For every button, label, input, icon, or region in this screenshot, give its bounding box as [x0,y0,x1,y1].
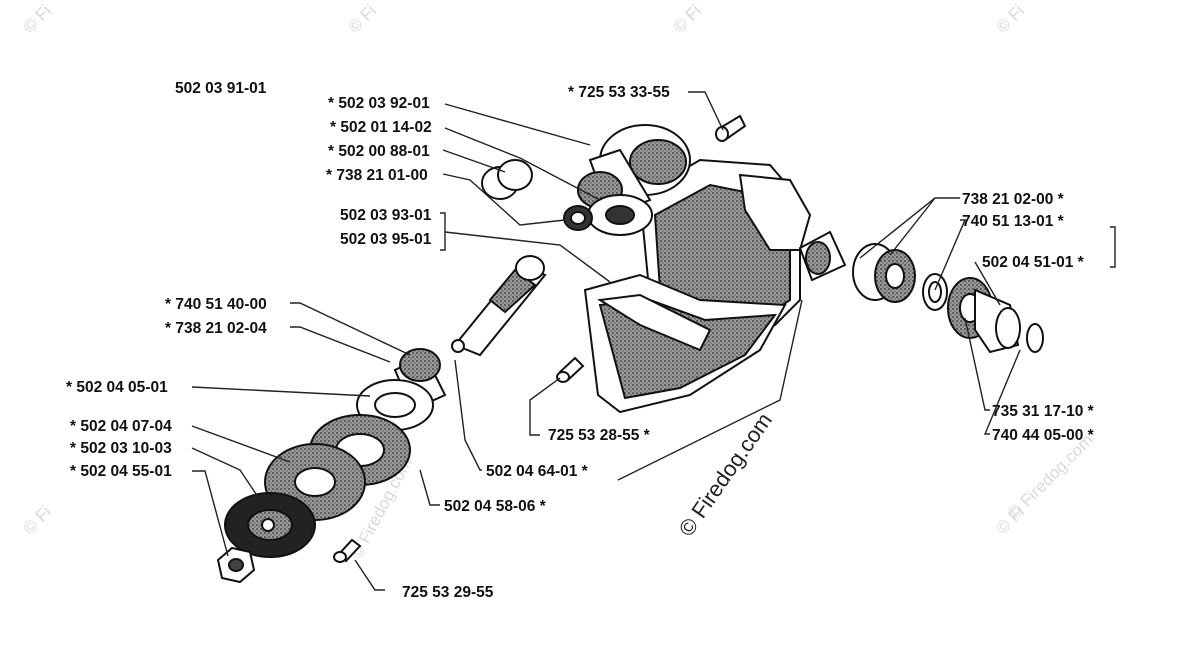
label-725-53-28-55: 725 53 28-55 * [548,427,651,444]
hex-nut [216,546,256,584]
right-bearing-assembly [798,230,1044,354]
leader-lines [191,91,1116,591]
gear-housing [577,124,812,414]
watermark-t2: © Fi [344,1,380,37]
label-738-21-02-04: * 738 21 02-04 [165,320,267,337]
label-502-03-92-01: * 502 03 92-01 [328,95,430,112]
watermark-bl: © Fi [19,502,55,538]
housing-screw [556,356,585,383]
label-738-21-02-00: 738 21 02-00 * [962,191,1065,208]
label-502-04-07-04: * 502 04 07-04 [70,418,172,435]
label-735-31-17-10: 735 31 17-10 * [992,403,1095,420]
label-740-44-05-00: 740 44 05-00 * [992,427,1095,444]
label-725-53-29-55: 725 53 29-55 [402,584,494,601]
watermark-center: © Firedog.com [674,408,777,541]
watermark-tr: © Fi [992,1,1028,37]
label-740-51-40-00: * 740 51 40-00 [165,296,267,313]
bottom-screw [333,538,362,563]
drive-shaft [451,255,547,357]
output-spindle-stack [224,348,447,558]
grease-cap [481,159,533,200]
part-labels: 502 03 91-01 * 502 03 92-01 * 502 01 14-… [66,80,1095,601]
top-screw [715,114,747,142]
label-740-51-13-01: 740 51 13-01 * [962,213,1065,230]
watermark-tl: © Fi [19,1,55,37]
label-502-04-55-01: * 502 04 55-01 [70,463,172,480]
watermark-right: © Firedog.com [1004,430,1096,522]
label-502-03-91-01: 502 03 91-01 [175,80,267,97]
label-502-00-88-01: * 502 00 88-01 [328,143,430,160]
label-502-01-14-02: * 502 01 14-02 [330,119,432,136]
label-502-03-10-03: * 502 03 10-03 [70,440,172,457]
bearing-stack-left [563,205,593,231]
label-502-03-93-01: 502 03 93-01 [340,207,432,224]
label-502-04-64-01: 502 04 64-01 * [486,463,589,480]
label-725-53-33-55: * 725 53 33-55 [568,84,670,101]
label-502-04-51-01: 502 04 51-01 * [982,254,1085,271]
watermark-t3: © Fi [669,1,705,37]
label-502-04-05-01: * 502 04 05-01 [66,379,168,396]
label-502-03-95-01: 502 03 95-01 [340,231,432,248]
label-502-04-58-06: 502 04 58-06 * [444,498,547,515]
label-738-21-01-00: * 738 21 01-00 [326,167,428,184]
